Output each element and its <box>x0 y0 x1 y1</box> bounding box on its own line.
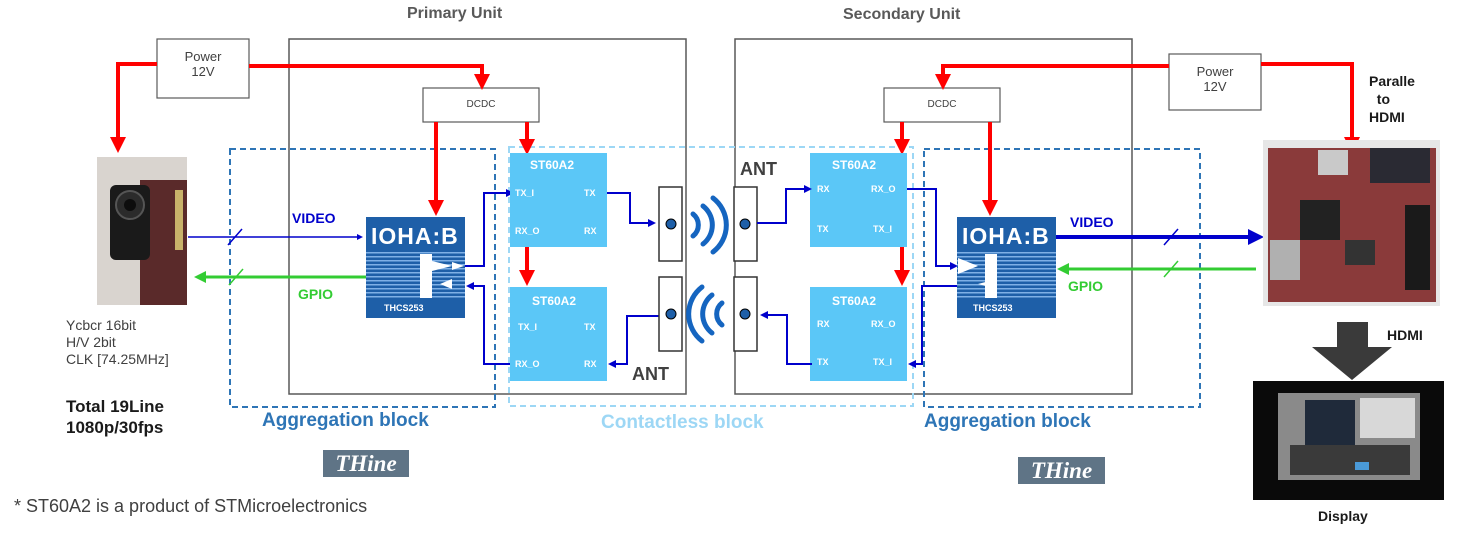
st60-pin-right-bottom-rx-o: RX_O <box>871 319 896 329</box>
video-bus-slash-right <box>1163 228 1179 246</box>
st60-pin-left-top-tx: TX <box>584 188 596 198</box>
ioha-chip-left <box>366 217 465 318</box>
aggregation-block-right-outline <box>923 148 1201 408</box>
power-label-left: Power 12V <box>184 49 222 79</box>
st60-label-right-bottom: ST60A2 <box>832 294 877 308</box>
st60-chip-right-bottom <box>810 287 907 381</box>
total-spec-text: Total 19Line 1080p/30fps <box>66 397 164 437</box>
dcdc-label-left: DCDC <box>466 99 496 110</box>
power-label-right: Power 12V <box>1196 64 1234 94</box>
power-box-right <box>1168 53 1262 111</box>
power-lines-right <box>894 62 1360 286</box>
st60-label-right-top: ST60A2 <box>832 158 877 172</box>
data-lines-left <box>465 189 660 368</box>
dcdc-box-right <box>883 87 1001 123</box>
st60-pin-right-bottom-tx-i: TX_I <box>873 357 893 367</box>
hdmi-label: HDMI <box>1387 327 1423 343</box>
st60-pin-right-bottom-rx: RX <box>817 319 830 329</box>
power-box-left <box>156 38 250 99</box>
st60-pin-left-top-rx-o: RX_O <box>515 226 540 236</box>
primary-unit-box <box>288 38 687 395</box>
antenna-right-bottom <box>733 276 758 352</box>
ioha-part-right: THCS253 <box>973 303 1013 313</box>
parallel-to-hdmi-board-image <box>1263 140 1440 306</box>
thine-logo-right: THine <box>1018 457 1105 484</box>
display-label: Display <box>1318 508 1368 524</box>
thine-logo-left: THine <box>323 450 409 477</box>
st60-pin-right-top-tx-i: TX_I <box>873 224 893 234</box>
gpio-label-right: GPIO <box>1068 278 1104 294</box>
ant-label-right-top: ANT <box>740 159 777 179</box>
st60-pin-left-bottom-tx-i: TX_I <box>518 322 538 332</box>
st60-pin-left-top-tx-i: TX_I <box>515 188 535 198</box>
parallel-to-hdmi-label: Paralle to HDMI <box>1369 73 1415 125</box>
dcdc-box-left <box>422 87 540 123</box>
st60-chip-left-bottom <box>510 287 607 381</box>
contactless-block-outline <box>508 146 914 407</box>
antenna-left-top <box>658 186 683 262</box>
video-bus-slash-left <box>227 228 243 246</box>
st60-pin-right-top-rx: RX <box>817 184 830 194</box>
st60-pin-right-bottom-tx: TX <box>817 357 829 367</box>
video-label-right: VIDEO <box>1070 214 1114 230</box>
video-label-left: VIDEO <box>292 210 336 226</box>
antenna-left-bottom <box>658 276 683 352</box>
camera-spec-text: Ycbcr 16bit H/V 2bit CLK [74.25MHz] <box>66 317 169 367</box>
hdmi-down-arrow-icon <box>1312 322 1392 380</box>
st60-pin-left-bottom-rx-o: RX_O <box>515 359 540 369</box>
wireless-waves-icon-forward <box>690 195 729 255</box>
st60-pin-left-top-rx: RX <box>584 226 597 236</box>
ant-label-left-bottom: ANT <box>632 364 669 384</box>
contactless-block-label: Contactless block <box>601 412 764 433</box>
secondary-unit-title: Secondary Unit <box>843 6 961 23</box>
st60-chip-left-top <box>510 153 607 247</box>
st60-pin-right-top-tx: TX <box>817 224 829 234</box>
st60-pin-right-top-rx-o: RX_O <box>871 184 896 194</box>
st60-label-left-top: ST60A2 <box>530 158 575 172</box>
display-image <box>1253 381 1444 500</box>
footnote-text: * ST60A2 is a product of STMicroelectron… <box>14 496 368 516</box>
ioha-part-left: THCS253 <box>384 303 424 313</box>
aggregation-block-label-left: Aggregation block <box>262 410 429 431</box>
antenna-right-top <box>733 186 758 262</box>
power-lines-left <box>110 62 535 286</box>
gpio-label-left: GPIO <box>298 286 334 302</box>
gpio-bus-slash-left <box>228 268 244 286</box>
data-lines-right <box>757 185 959 368</box>
aggregation-block-left-outline <box>229 148 496 408</box>
ioha-chip-right <box>957 217 1056 318</box>
st60-label-left-bottom: ST60A2 <box>532 294 577 308</box>
st60-chip-right-top <box>810 153 907 247</box>
st60-pin-left-bottom-tx: TX <box>584 322 596 332</box>
ioha-label-left: IOHA:B <box>371 223 459 249</box>
dcdc-label-right: DCDC <box>927 99 957 110</box>
aggregation-block-label-right: Aggregation block <box>924 411 1091 432</box>
ioha-label-right: IOHA:B <box>962 223 1050 249</box>
gpio-bus-slash-right <box>1163 260 1179 278</box>
primary-unit-title: Primary Unit <box>407 5 503 22</box>
wireless-waves-icon-return <box>686 284 725 344</box>
st60-pin-left-bottom-rx: RX <box>584 359 597 369</box>
camera-module-image <box>97 157 187 305</box>
